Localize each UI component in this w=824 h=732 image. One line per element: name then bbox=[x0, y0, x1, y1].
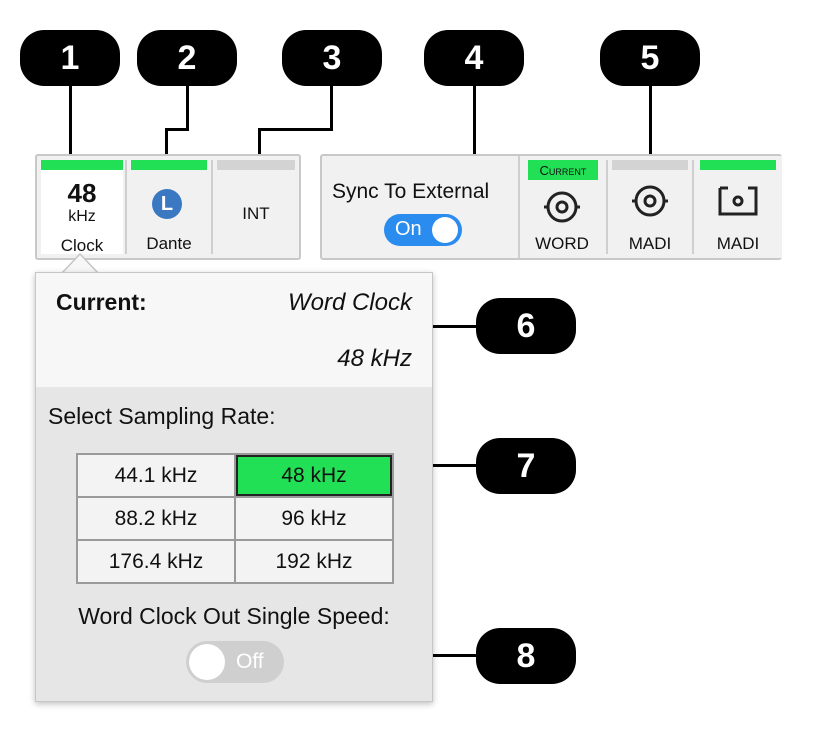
leader-line-3 bbox=[258, 128, 333, 131]
leader-line-2 bbox=[165, 128, 189, 131]
rate-button-48[interactable]: 48 kHz bbox=[236, 455, 392, 496]
leader-line-3 bbox=[258, 128, 261, 160]
word-clock-out-label: Word Clock Out Single Speed: bbox=[78, 603, 390, 629]
optical-connector-icon bbox=[718, 186, 758, 216]
int-cell[interactable]: INT bbox=[215, 156, 297, 258]
panel-divider bbox=[125, 160, 127, 254]
int-status-bar bbox=[217, 160, 295, 170]
callout-6: 6 bbox=[476, 298, 576, 354]
sync-toggle-label: On bbox=[395, 218, 422, 240]
source-madi-coax[interactable]: MADI bbox=[610, 156, 690, 258]
callout-4: 4 bbox=[424, 30, 524, 86]
callout-1: 1 bbox=[20, 30, 120, 86]
current-source: Word Clock bbox=[287, 289, 412, 316]
madi-optical-status-bar bbox=[700, 160, 776, 170]
source-madi-optical[interactable]: MADI bbox=[696, 156, 780, 258]
rate-grid: 44.1 kHz 48 kHz 88.2 kHz 96 kHz 176.4 kH… bbox=[76, 453, 394, 584]
bnc-connector-icon bbox=[544, 191, 580, 223]
clock-cell[interactable]: 48 kHz Clock bbox=[41, 160, 123, 255]
int-label: INT bbox=[242, 204, 270, 223]
panel-divider bbox=[692, 160, 694, 254]
panel-divider bbox=[606, 160, 608, 254]
dante-label: Dante bbox=[146, 234, 192, 253]
clock-source-panel: 48 kHz Clock L Dante INT bbox=[35, 154, 301, 260]
rate-button-96[interactable]: 96 kHz bbox=[236, 498, 392, 539]
dante-status-bar bbox=[131, 160, 207, 170]
leader-line-8 bbox=[418, 654, 478, 657]
source-word-label: WORD bbox=[535, 234, 589, 253]
toggle-knob bbox=[432, 217, 458, 243]
rate-button-192[interactable]: 192 kHz bbox=[236, 541, 392, 582]
rate-button-176-4[interactable]: 176.4 kHz bbox=[78, 541, 234, 582]
popup-pointer bbox=[62, 252, 98, 274]
leader-line-1 bbox=[69, 84, 72, 160]
clock-status-bar bbox=[41, 160, 123, 170]
panel-divider bbox=[211, 160, 213, 254]
madi-status-bar bbox=[612, 160, 688, 170]
sync-sources: Current WORD MADI bbox=[518, 156, 782, 258]
clock-label: Clock bbox=[60, 236, 104, 255]
current-rate: 48 kHz bbox=[337, 345, 412, 372]
current-badge: Current bbox=[528, 160, 598, 180]
source-madi-optical-label: MADI bbox=[716, 234, 760, 253]
leader-line-4 bbox=[473, 84, 476, 160]
leader-line-6 bbox=[422, 325, 478, 328]
word-clock-out-toggle-label: Off bbox=[236, 650, 264, 673]
callout-5: 5 bbox=[600, 30, 700, 86]
leader-line-7 bbox=[422, 464, 478, 467]
source-word[interactable]: Current WORD bbox=[520, 156, 604, 258]
rate-button-88-2[interactable]: 88.2 kHz bbox=[78, 498, 234, 539]
select-sampling-rate-label: Select Sampling Rate: bbox=[48, 403, 276, 429]
leader-line-5 bbox=[649, 84, 652, 160]
current-info: Current: Word Clock 48 kHz bbox=[36, 273, 432, 387]
sync-panel: Sync To External On Current WORD bbox=[320, 154, 782, 260]
leader-line-3 bbox=[330, 84, 333, 130]
sampling-rate-popup: Current: Word Clock 48 kHz Select Sampli… bbox=[35, 272, 433, 702]
word-clock-out-toggle[interactable]: Off bbox=[186, 641, 284, 683]
dante-cell[interactable]: L Dante bbox=[129, 156, 209, 258]
source-madi-label: MADI bbox=[628, 234, 672, 253]
callout-7: 7 bbox=[476, 438, 576, 494]
bnc-connector-icon bbox=[632, 185, 668, 217]
current-label: Current: bbox=[56, 289, 147, 315]
callout-2: 2 bbox=[137, 30, 237, 86]
dante-lock-icon: L bbox=[152, 189, 182, 219]
leader-line-2 bbox=[165, 128, 168, 160]
clock-unit: kHz bbox=[68, 208, 96, 225]
sync-toggle[interactable]: On bbox=[384, 214, 462, 246]
leader-line-2 bbox=[186, 84, 189, 130]
callout-8: 8 bbox=[476, 628, 576, 684]
callout-3: 3 bbox=[282, 30, 382, 86]
sync-to-external-label: Sync To External bbox=[332, 180, 490, 203]
toggle-knob bbox=[189, 644, 225, 680]
rate-button-44-1[interactable]: 44.1 kHz bbox=[78, 455, 234, 496]
clock-rate: 48 bbox=[67, 178, 97, 208]
